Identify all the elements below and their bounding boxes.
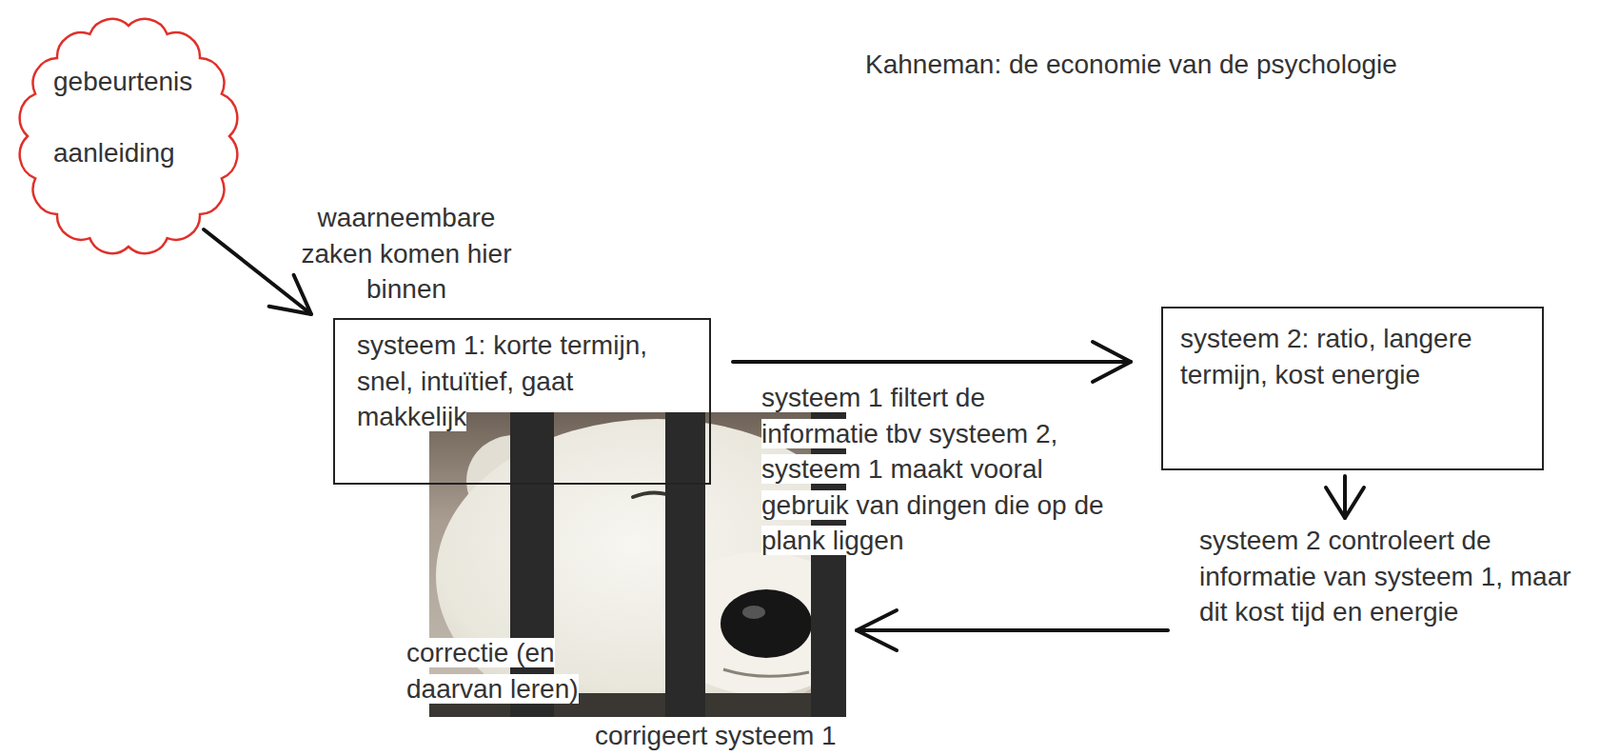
node-text: gebeurtenis xyxy=(53,63,193,100)
return-arrow xyxy=(856,628,1168,633)
edge-label: waarneembare zaken komen hier binnen xyxy=(300,202,512,304)
cloud-shape xyxy=(19,19,238,254)
edge-label: systeem 1 filtert de informatie tbv syst… xyxy=(761,382,1105,555)
process-box: systeem 2: ratio, langere termijn, kost … xyxy=(1161,306,1544,471)
title-holder: Kahneman: de economie van de psychologie xyxy=(865,46,1398,83)
arrow-head xyxy=(1325,487,1364,518)
arrow-head xyxy=(269,275,312,315)
edge-label-holder: waarneembare zaken komen hier binnen xyxy=(282,199,531,308)
note-holder: systeem 2 controleert de informatie van … xyxy=(1199,522,1594,631)
connector-line xyxy=(732,359,1131,364)
note-text: correctie (en daarvan leren) xyxy=(406,637,579,704)
edge-label-holder: systeem 1 filtert de informatie tbv syst… xyxy=(761,379,1105,559)
down-arrow xyxy=(1343,475,1347,518)
event-cloud: gebeurtenis aanleiding xyxy=(12,12,245,260)
arrow-connector xyxy=(203,229,312,315)
node-text: aanleiding xyxy=(53,135,176,172)
note-text: systeem 2 controleert de informatie van … xyxy=(1199,525,1572,627)
node-text: systeem 1: korte termijn, snel, intuïtie… xyxy=(356,330,648,432)
connector-line xyxy=(203,229,312,315)
node-text: systeem 2: ratio, langere termijn, kost … xyxy=(1180,323,1473,390)
arrow-head xyxy=(1092,341,1131,382)
note-holder: corrigeert systeem 1 xyxy=(594,717,837,754)
arrow-head xyxy=(856,610,897,651)
process-box: systeem 1: korte termijn, snel, intuïtie… xyxy=(333,317,712,485)
diagram-title: Kahneman: de economie van de psychologie xyxy=(865,49,1398,80)
arrow-connector xyxy=(732,341,1131,382)
note-holder: correctie (en daarvan leren) xyxy=(406,634,588,707)
note-text: corrigeert systeem 1 xyxy=(594,720,837,751)
